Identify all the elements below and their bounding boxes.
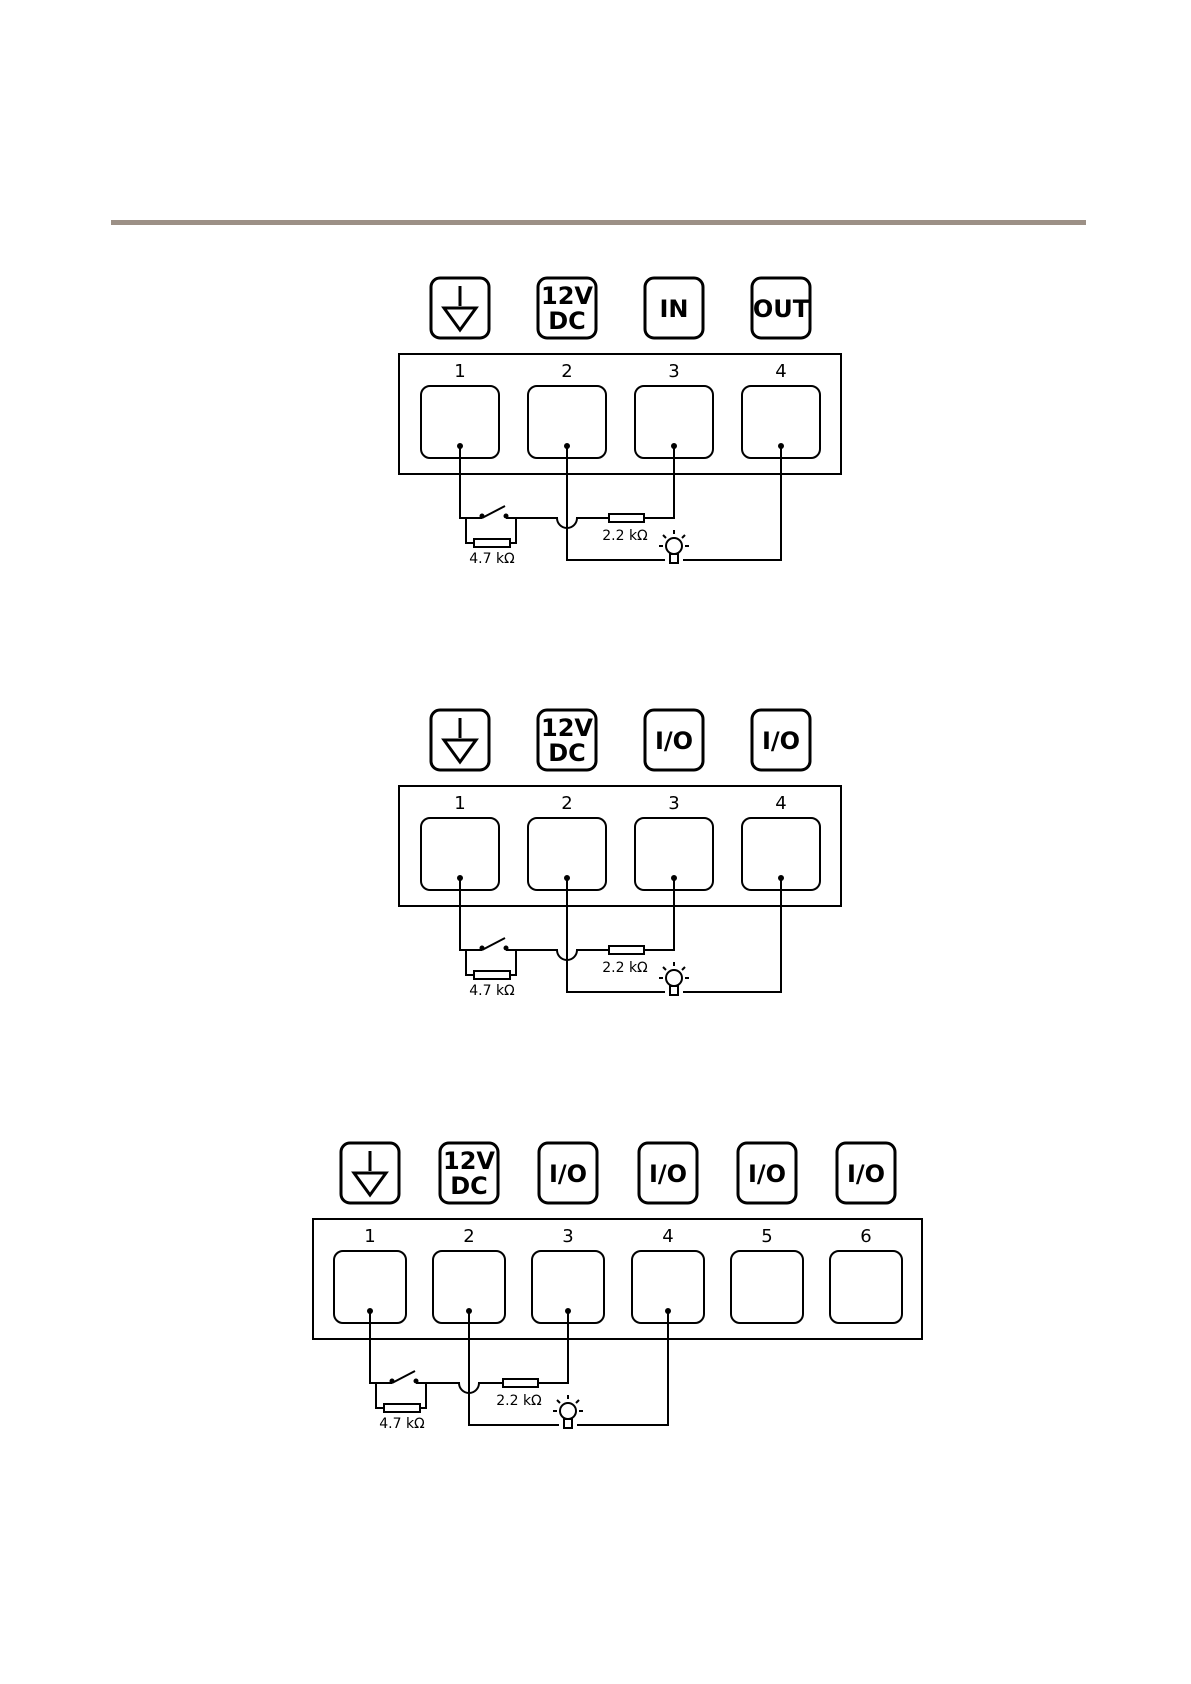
ground-icon <box>431 710 489 770</box>
pin-terminal <box>830 1251 902 1323</box>
resistor-4k7 <box>384 1404 420 1412</box>
pin-number: 3 <box>668 793 679 814</box>
icon-label: I/O <box>847 1160 885 1188</box>
icon-label-line: DC <box>548 739 586 767</box>
io-icon: I/O <box>752 710 810 770</box>
bulb-ray <box>682 535 685 538</box>
pin-number: 3 <box>562 1226 573 1247</box>
icon-label: I/O <box>655 727 693 755</box>
bulb-ray <box>663 535 666 538</box>
in-icon: IN <box>645 278 703 338</box>
resistor-switch-label: 4.7 kΩ <box>469 983 515 999</box>
bulb-glass <box>666 538 682 554</box>
switch-contact <box>480 946 485 951</box>
io-icon: I/O <box>738 1143 796 1203</box>
resistor-switch-label: 4.7 kΩ <box>379 1416 425 1432</box>
io-icon: I/O <box>837 1143 895 1203</box>
pin-terminal <box>731 1251 803 1323</box>
icon-label-line: DC <box>450 1172 488 1200</box>
pin-number: 2 <box>561 361 572 382</box>
icon-label: OUT <box>753 295 810 323</box>
bulb-glass <box>666 970 682 986</box>
lightbulb-icon <box>553 1395 583 1428</box>
ground-triangle <box>354 1173 386 1195</box>
out-icon: OUT <box>752 278 810 338</box>
ground-icon <box>431 278 489 338</box>
bulb-ray <box>576 1400 579 1403</box>
icon-label: I/O <box>649 1160 687 1188</box>
12v-dc-icon: 12VDC <box>538 710 596 770</box>
pin-number: 6 <box>860 1226 871 1247</box>
icon-label: I/O <box>762 727 800 755</box>
io-icon: I/O <box>639 1143 697 1203</box>
resistor-2k2 <box>503 1379 538 1387</box>
resistor-2k2 <box>609 946 644 954</box>
bulb-glass <box>560 1403 576 1419</box>
switch-contact <box>390 1379 395 1384</box>
resistor-4k7 <box>474 539 510 547</box>
pin-number: 3 <box>668 361 679 382</box>
ground-icon <box>341 1143 399 1203</box>
icon-label-line: 12V <box>541 714 593 742</box>
icon-label-line: 12V <box>443 1147 495 1175</box>
bulb-base <box>564 1419 572 1428</box>
resistor-4k7 <box>474 971 510 979</box>
pin-number: 4 <box>662 1226 673 1247</box>
resistor-series-label: 2.2 kΩ <box>602 528 648 544</box>
pin-number: 1 <box>454 361 465 382</box>
lightbulb-icon <box>659 962 689 995</box>
resistor-series-label: 2.2 kΩ <box>602 960 648 976</box>
resistor-switch-label: 4.7 kΩ <box>469 551 515 567</box>
icon-label: I/O <box>748 1160 786 1188</box>
pin-number: 1 <box>364 1226 375 1247</box>
resistor-2k2 <box>609 514 644 522</box>
bulb-ray <box>663 967 666 970</box>
resistor-series-label: 2.2 kΩ <box>496 1393 542 1409</box>
pin-number: 1 <box>454 793 465 814</box>
io-icon: I/O <box>539 1143 597 1203</box>
bulb-ray <box>682 967 685 970</box>
pin-number: 4 <box>775 361 786 382</box>
bulb-ray <box>557 1400 560 1403</box>
pin-number: 2 <box>463 1226 474 1247</box>
io-icon: I/O <box>645 710 703 770</box>
ground-triangle <box>444 308 476 330</box>
bulb-base <box>670 554 678 563</box>
icon-label: I/O <box>549 1160 587 1188</box>
switch-contact <box>480 514 485 519</box>
bulb-base <box>670 986 678 995</box>
icon-label-line: 12V <box>541 282 593 310</box>
12v-dc-icon: 12VDC <box>538 278 596 338</box>
lightbulb-icon <box>659 530 689 563</box>
pin-number: 2 <box>561 793 572 814</box>
icon-label: IN <box>659 295 688 323</box>
ground-triangle <box>444 740 476 762</box>
pin-number: 5 <box>761 1226 772 1247</box>
icon-label-line: DC <box>548 307 586 335</box>
pin-number: 4 <box>775 793 786 814</box>
